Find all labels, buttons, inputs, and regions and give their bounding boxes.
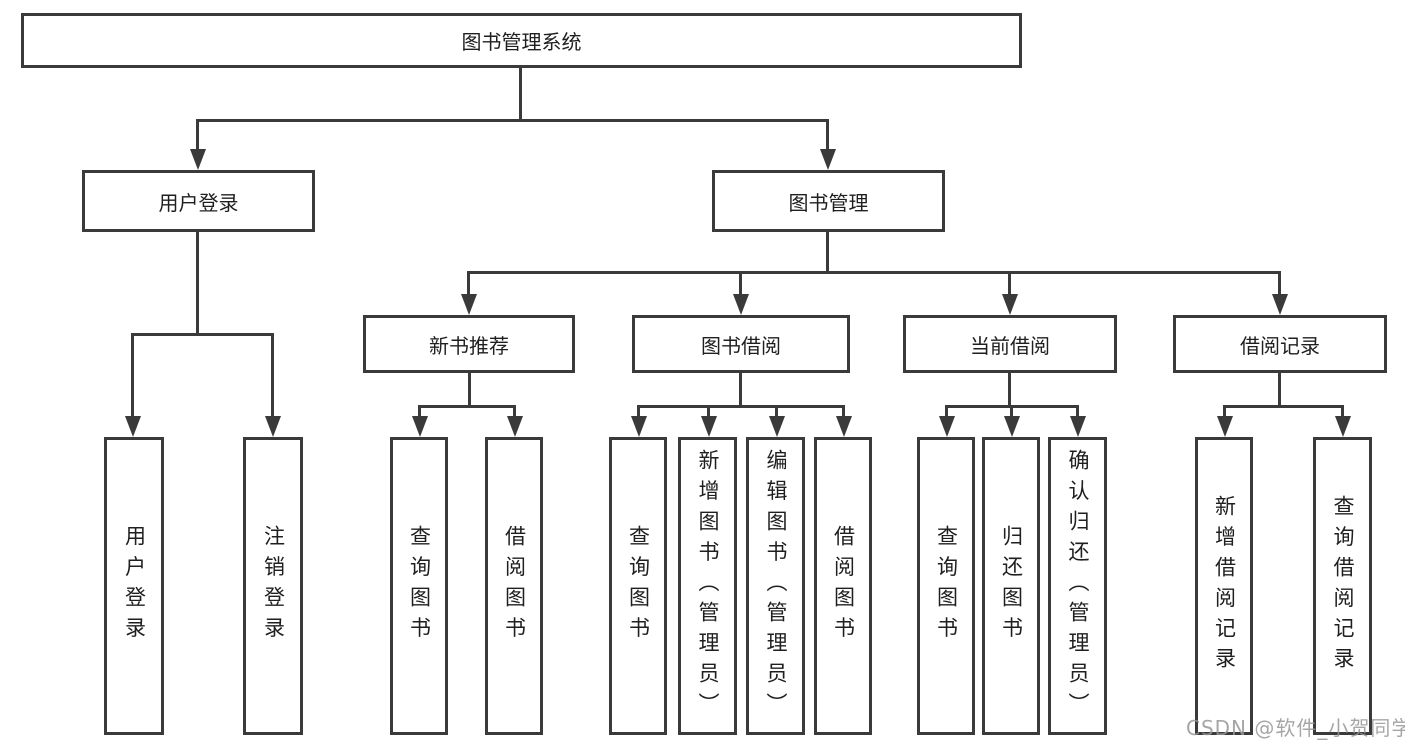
arrow-records xyxy=(1272,294,1288,315)
leaf-bw-query-books-label: 查询图书 xyxy=(626,525,651,647)
arrow-borrowing xyxy=(733,294,749,315)
arrow-rc-query xyxy=(1335,416,1351,437)
connector-user-login-bar xyxy=(131,333,273,336)
connector-drop-nb-borrow xyxy=(513,405,516,419)
node-user-login: 用户登录 xyxy=(82,170,315,232)
leaf-nb-query-books: 查询图书 xyxy=(390,437,448,735)
connector-drop-borrowing xyxy=(739,271,742,296)
leaf-nb-borrow-books: 借阅图书 xyxy=(485,437,543,735)
connector-level2-bar xyxy=(467,271,1281,274)
leaf-bw-edit-books-label: 编辑图书（管理员） xyxy=(764,448,788,724)
connector-drop-cb-confirm xyxy=(1076,405,1079,419)
leaf-bw-borrow-books: 借阅图书 xyxy=(814,437,872,735)
arrow-new-books xyxy=(461,294,477,315)
connector-drop-records xyxy=(1278,271,1281,296)
arrow-cb-confirm xyxy=(1070,416,1086,437)
connector-book-mgmt-stem xyxy=(826,230,829,274)
connector-drop-nb-query xyxy=(418,405,421,419)
connector-user-login-stem xyxy=(196,230,199,333)
node-book-mgmt: 图书管理 xyxy=(712,170,945,232)
node-current-borrow-label: 当前借阅 xyxy=(970,333,1050,358)
node-borrowing-label: 图书借阅 xyxy=(701,333,781,358)
arrow-rc-add xyxy=(1217,416,1233,437)
node-user-login-label: 用户登录 xyxy=(158,190,239,215)
connector-drop-cb-return xyxy=(1010,405,1013,419)
connector-drop-rc-add xyxy=(1223,405,1226,419)
arrow-nb-borrow xyxy=(507,416,523,437)
arrow-bw-query xyxy=(631,416,647,437)
leaf-cb-confirm-return: 确认归还（管理员） xyxy=(1048,437,1107,735)
connector-borrowing-stem xyxy=(739,371,742,407)
arrow-cb-return xyxy=(1004,416,1020,437)
connector-borrowing-bar xyxy=(637,405,845,408)
connector-drop-book-mgmt xyxy=(826,119,829,152)
connector-drop-logout xyxy=(271,333,274,418)
leaf-cb-confirm-return-label: 确认归还（管理员） xyxy=(1066,448,1090,724)
arrow-book-mgmt xyxy=(820,149,836,170)
leaf-bw-add-books: 新增图书（管理员） xyxy=(678,437,737,735)
node-root-label: 图书管理系统 xyxy=(461,30,582,54)
node-borrowing: 图书借阅 xyxy=(632,315,850,373)
connector-new-books-stem xyxy=(468,371,471,407)
connector-drop-cb-query xyxy=(945,405,948,419)
connector-drop-rc-query xyxy=(1341,405,1344,419)
arrow-nb-query xyxy=(412,416,428,437)
leaf-user-login-label: 用户登录 xyxy=(122,525,147,647)
arrow-user-login xyxy=(190,149,206,170)
connector-records-bar xyxy=(1223,405,1344,408)
node-book-mgmt-label: 图书管理 xyxy=(788,190,869,215)
leaf-bw-query-books: 查询图书 xyxy=(609,437,667,735)
connector-level1-bar xyxy=(196,119,829,122)
node-borrow-records-label: 借阅记录 xyxy=(1240,333,1320,358)
arrow-bw-add xyxy=(701,416,717,437)
connector-current-stem xyxy=(1008,371,1011,407)
connector-drop-bw-query xyxy=(637,405,640,419)
connector-drop-new-books xyxy=(467,271,470,296)
node-root: 图书管理系统 xyxy=(21,13,1022,68)
node-borrow-records: 借阅记录 xyxy=(1173,315,1387,373)
arrow-bw-borrow xyxy=(836,416,852,437)
arrow-logout xyxy=(265,416,281,437)
connector-drop-bw-borrow xyxy=(842,405,845,419)
leaf-cb-return-books: 归还图书 xyxy=(982,437,1040,735)
leaf-user-login: 用户登录 xyxy=(104,437,164,735)
arrow-bw-edit xyxy=(769,416,785,437)
leaf-nb-borrow-books-label: 借阅图书 xyxy=(502,525,527,647)
leaf-cb-query-books: 查询图书 xyxy=(917,437,975,735)
arrow-current xyxy=(1002,294,1018,315)
connector-drop-current xyxy=(1008,271,1011,296)
leaf-logout: 注销登录 xyxy=(243,437,303,735)
node-new-books: 新书推荐 xyxy=(363,315,575,373)
csdn-watermark: CSDN @软件_小贺同学 xyxy=(1186,716,1405,740)
connector-root-stem xyxy=(519,66,522,119)
connector-drop-bw-edit xyxy=(775,405,778,419)
leaf-rc-add-record-label: 新增借阅记录 xyxy=(1212,494,1237,678)
connector-new-books-bar xyxy=(418,405,516,408)
arrow-login xyxy=(125,416,141,437)
leaf-rc-add-record: 新增借阅记录 xyxy=(1195,437,1253,735)
leaf-cb-query-books-label: 查询图书 xyxy=(934,525,959,647)
leaf-nb-query-books-label: 查询图书 xyxy=(407,525,432,647)
leaf-rc-query-record-label: 查询借阅记录 xyxy=(1331,494,1355,678)
connector-drop-user-login xyxy=(196,119,199,152)
leaf-bw-add-books-label: 新增图书（管理员） xyxy=(696,448,720,724)
connector-drop-bw-add xyxy=(707,405,710,419)
connector-records-stem xyxy=(1278,371,1281,407)
node-new-books-label: 新书推荐 xyxy=(429,333,509,358)
connector-drop-login xyxy=(131,333,134,418)
leaf-bw-borrow-books-label: 借阅图书 xyxy=(831,525,856,647)
leaf-logout-label: 注销登录 xyxy=(261,525,286,647)
leaf-rc-query-record: 查询借阅记录 xyxy=(1313,437,1372,735)
leaf-cb-return-books-label: 归还图书 xyxy=(999,525,1024,647)
arrow-cb-query xyxy=(939,416,955,437)
leaf-bw-edit-books: 编辑图书（管理员） xyxy=(746,437,805,735)
node-current-borrow: 当前借阅 xyxy=(903,315,1117,373)
